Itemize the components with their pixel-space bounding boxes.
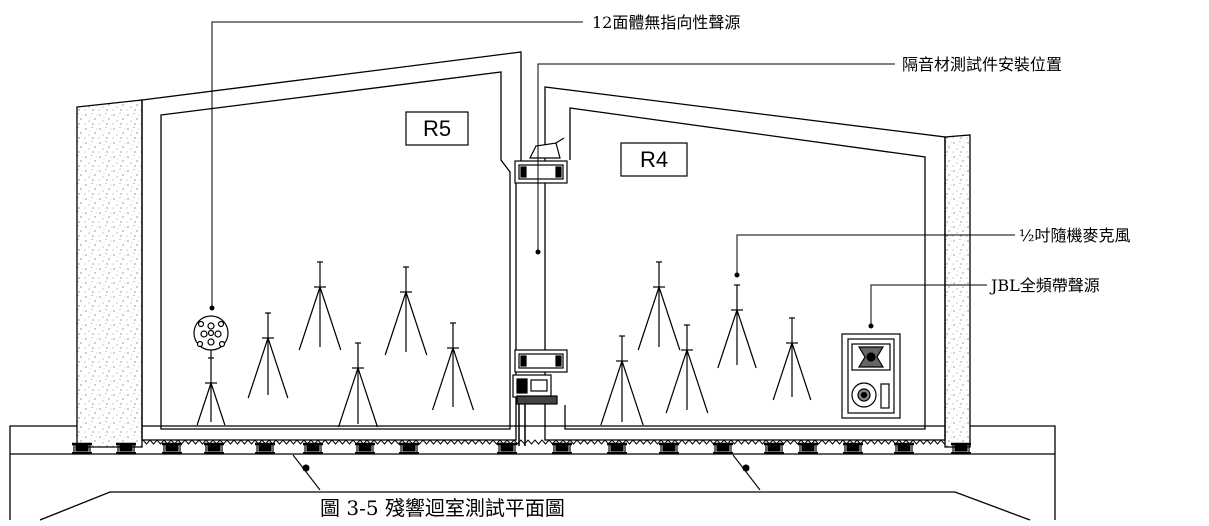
tripod-11 [772,317,812,401]
figure-caption: 圖 3-5 殘響迴室測試平面圖 [320,496,565,520]
isolator-16 [843,442,863,454]
isolator-10 [552,442,572,454]
leader-dots [209,249,874,329]
tripod-10 [717,284,757,369]
isolator-14 [764,442,784,454]
svg-text:R4: R4 [640,147,668,172]
tripod-3 [298,261,342,351]
svg-text:R5: R5 [423,116,451,141]
braces [292,454,761,491]
jbl-speaker [841,333,901,419]
room-label-r4: R4 [620,142,688,177]
isolator-18 [951,442,971,454]
tripod-6 [431,322,475,411]
slab-anchor-2 [732,454,761,491]
specimen-mount-top [514,137,568,184]
dodecahedron-source [193,315,229,358]
callout-microphone-label: 吋隨機麥克風 [1035,226,1131,245]
callout-microphone: ½吋隨機麥克風 [1019,226,1131,245]
isolator-15 [798,442,818,454]
isolator-8 [399,442,419,454]
foundation-slab [9,425,1056,521]
tripod-8 [637,261,681,351]
isolator-3 [162,442,182,454]
isolators [72,442,971,454]
isolator-13 [713,442,733,454]
room-label-r5: R5 [405,111,469,146]
isolator-17 [894,442,914,454]
specimen-mount-bottom [512,349,568,446]
tripod-9 [665,324,709,414]
isolator-4 [204,442,224,454]
callout-specimen-position: 隔音材測試件安裝位置 [902,55,1062,74]
isolator-1 [72,442,92,454]
isolator-7 [355,442,375,454]
callout-omni-source: 12面體無指向性聲源 [592,13,740,32]
leader-lines [211,21,1015,324]
callout-microphone-fraction: ½ [1019,226,1035,245]
floor-ribbing [142,439,945,445]
isolator-9 [497,442,517,454]
callout-jbl-source: JBL全頻帶聲源 [989,276,1100,295]
isolator-12 [659,442,679,454]
slab-anchor-1 [292,454,321,491]
isolator-11 [607,442,627,454]
isolator-2 [116,442,136,454]
isolator-5 [255,442,275,454]
tripod-7 [600,335,644,426]
tripod-5 [384,266,428,356]
tripod-2 [247,312,289,399]
isolator-6 [303,442,323,454]
insulation-walls [76,99,971,448]
tripods [196,261,812,428]
tripod-4 [337,342,379,428]
tripod-1 [196,357,226,426]
